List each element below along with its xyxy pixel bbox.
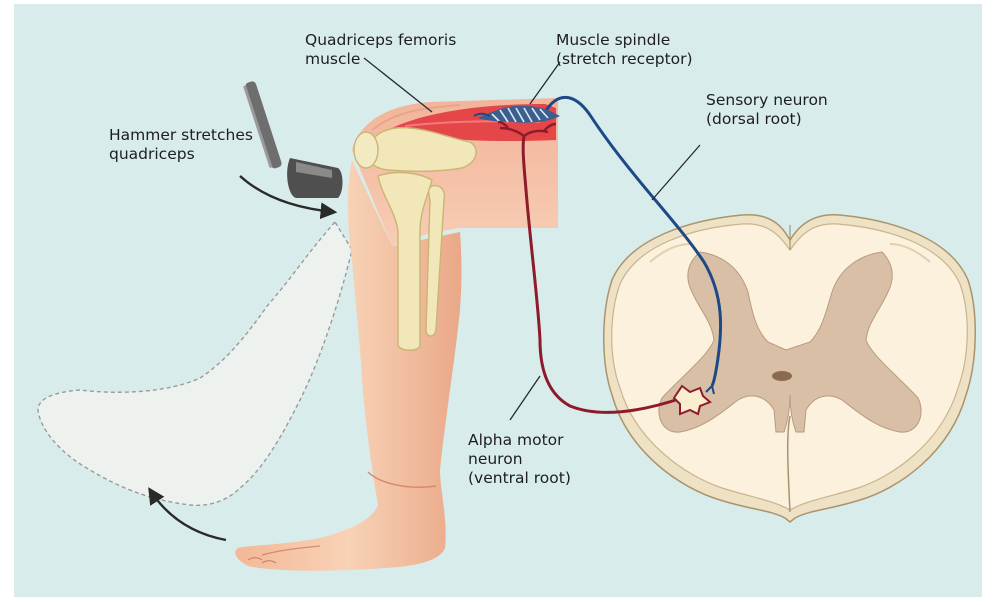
reflex-hammer-icon <box>243 80 342 198</box>
patella-bone <box>354 132 378 168</box>
muscle-spindle-label: Muscle spindle (stretch receptor) <box>556 31 693 69</box>
motor-neuron-label: Alpha motor neuron (ventral root) <box>468 431 571 488</box>
quadriceps-label: Quadriceps femoris muscle <box>305 31 456 69</box>
kicked-leg-ghost <box>38 222 352 505</box>
central-canal <box>772 371 792 381</box>
sensory-neuron-label: Sensory neuron (dorsal root) <box>706 91 828 129</box>
sensory-neuron-label-line2: (dorsal root) <box>706 110 828 129</box>
hammer-label-line1: Hammer stretches <box>109 126 253 145</box>
motor-neuron-label-line2: neuron <box>468 450 571 469</box>
sensory-neuron-label-line1: Sensory neuron <box>706 91 828 110</box>
muscle-spindle-label-line2: (stretch receptor) <box>556 50 693 69</box>
hammer-label: Hammer stretches quadriceps <box>109 126 253 164</box>
muscle-spindle-label-line1: Muscle spindle <box>556 31 693 50</box>
quadriceps-label-line2: muscle <box>305 50 456 69</box>
motor-neuron-label-line3: (ventral root) <box>468 469 571 488</box>
motor-neuron-label-line1: Alpha motor <box>468 431 571 450</box>
spinal-cord-cross-section <box>604 215 976 522</box>
quadriceps-label-line1: Quadriceps femoris <box>305 31 456 50</box>
hammer-label-line2: quadriceps <box>109 145 253 164</box>
